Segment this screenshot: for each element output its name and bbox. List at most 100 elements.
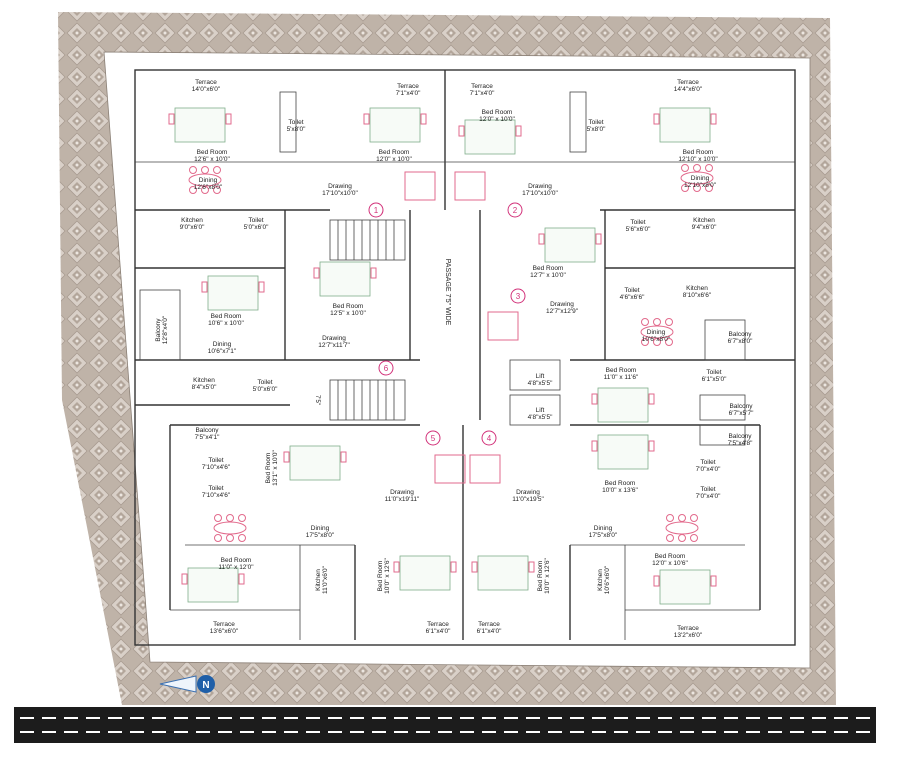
- chair-icon: [213, 186, 221, 194]
- side-table-icon: [420, 113, 427, 125]
- room-name: Terrace: [677, 79, 699, 86]
- chair-icon: [693, 184, 701, 192]
- chair-icon: [681, 184, 689, 192]
- side-table-icon: [528, 561, 535, 573]
- room-name: Kitchen: [693, 217, 715, 224]
- room-name: Toilet: [257, 379, 272, 386]
- room-dimension: 4'8"x5'5": [528, 414, 553, 421]
- room-dimension: 4'8"x5'5": [528, 380, 553, 387]
- room-name: Lift: [536, 373, 545, 380]
- side-table-icon: [168, 113, 175, 125]
- room-name: Kitchen: [181, 217, 203, 224]
- sofa-icon: [434, 454, 466, 484]
- chair-icon: [665, 338, 673, 346]
- side-table-icon: [591, 393, 598, 405]
- room-dimension: 17'5"x8'0": [306, 532, 335, 539]
- side-table-icon: [538, 233, 545, 245]
- side-table-icon: [370, 267, 377, 279]
- side-table-icon: [648, 440, 655, 452]
- room-dimension: 12'7"x12'9": [546, 308, 579, 315]
- room-dimension: 12'10"x8'0": [684, 182, 717, 189]
- room-name: Kitchen: [315, 569, 322, 591]
- staircase-lower: [329, 379, 406, 421]
- north-label: N: [202, 680, 209, 691]
- room-name: Dining: [691, 175, 710, 182]
- side-table-icon: [340, 451, 347, 463]
- chair-icon: [201, 166, 209, 174]
- room-name: Dining: [199, 177, 218, 184]
- room-name: Lift: [536, 407, 545, 414]
- room-name: Drawing: [328, 183, 352, 190]
- chair-icon: [705, 184, 713, 192]
- bed-icon: [597, 387, 649, 423]
- room-name: Bed Room: [683, 149, 714, 156]
- chair-icon: [214, 514, 222, 522]
- room-dimension: 7'10"x4'6": [202, 492, 231, 499]
- staircase-upper: [329, 219, 406, 261]
- room-dimension: 12'0" x 10'6": [652, 560, 688, 567]
- room-name: Bed Room: [197, 149, 228, 156]
- room-dimension: 11'0"x19'5": [512, 496, 544, 503]
- sofa-icon: [487, 311, 519, 341]
- bed-icon: [207, 275, 259, 311]
- room-name: Toilet: [700, 459, 715, 466]
- bed-icon: [289, 445, 341, 481]
- room-dimension: 10'6"x6'0": [604, 565, 611, 594]
- room-dimension: 12'7"x11'7": [318, 342, 350, 349]
- flat-number-circle: [481, 430, 497, 446]
- room-name: Terrace: [397, 83, 419, 90]
- room-dimension: 12'5" x 10'0": [330, 310, 366, 317]
- room-name: Terrace: [427, 621, 449, 628]
- chair-icon: [693, 164, 701, 172]
- flat-number: 5: [431, 434, 436, 443]
- room-label: Bed Room10'0" x 12'6": [537, 557, 551, 593]
- room-dimension: 9'4"x6'0": [692, 224, 717, 231]
- flat-number-circle: [507, 202, 523, 218]
- room-dimension: 4'6"x6'6": [620, 294, 645, 301]
- bed-icon: [174, 107, 226, 143]
- room-dimension: 12'0" x 10'0": [479, 116, 515, 123]
- room-label: Kitchen10'6"x6'0": [597, 565, 611, 594]
- flat-number: 3: [516, 292, 521, 301]
- side-table-icon: [201, 281, 208, 293]
- side-table-icon: [458, 125, 465, 137]
- room-dimension: 6'7"x8'0": [728, 338, 753, 345]
- room-dimension: 12'6" x 10'0": [194, 156, 230, 163]
- room-name: Bed Room: [211, 313, 242, 320]
- room-dimension: 10'6" x 10'0": [208, 320, 244, 327]
- flat-number: 1: [374, 206, 379, 215]
- side-table-icon: [393, 561, 400, 573]
- side-table-icon: [653, 575, 660, 587]
- room-dimension: 11'0" x 12'0": [218, 564, 254, 571]
- room-name: Bed Room: [333, 303, 364, 310]
- room-name: Bed Room: [655, 553, 686, 560]
- flat-number-circle: [368, 202, 384, 218]
- room-name: Balcony: [728, 433, 752, 440]
- bed-icon: [187, 567, 239, 603]
- room-label: Kitchen11'0"x6'0": [315, 565, 329, 594]
- side-table-icon: [471, 561, 478, 573]
- room-name: Terrace: [195, 79, 217, 86]
- room-dimension: 14'0"x6'0": [192, 86, 221, 93]
- bed-icon: [319, 261, 371, 297]
- chair-icon: [213, 166, 221, 174]
- side-table-icon: [515, 125, 522, 137]
